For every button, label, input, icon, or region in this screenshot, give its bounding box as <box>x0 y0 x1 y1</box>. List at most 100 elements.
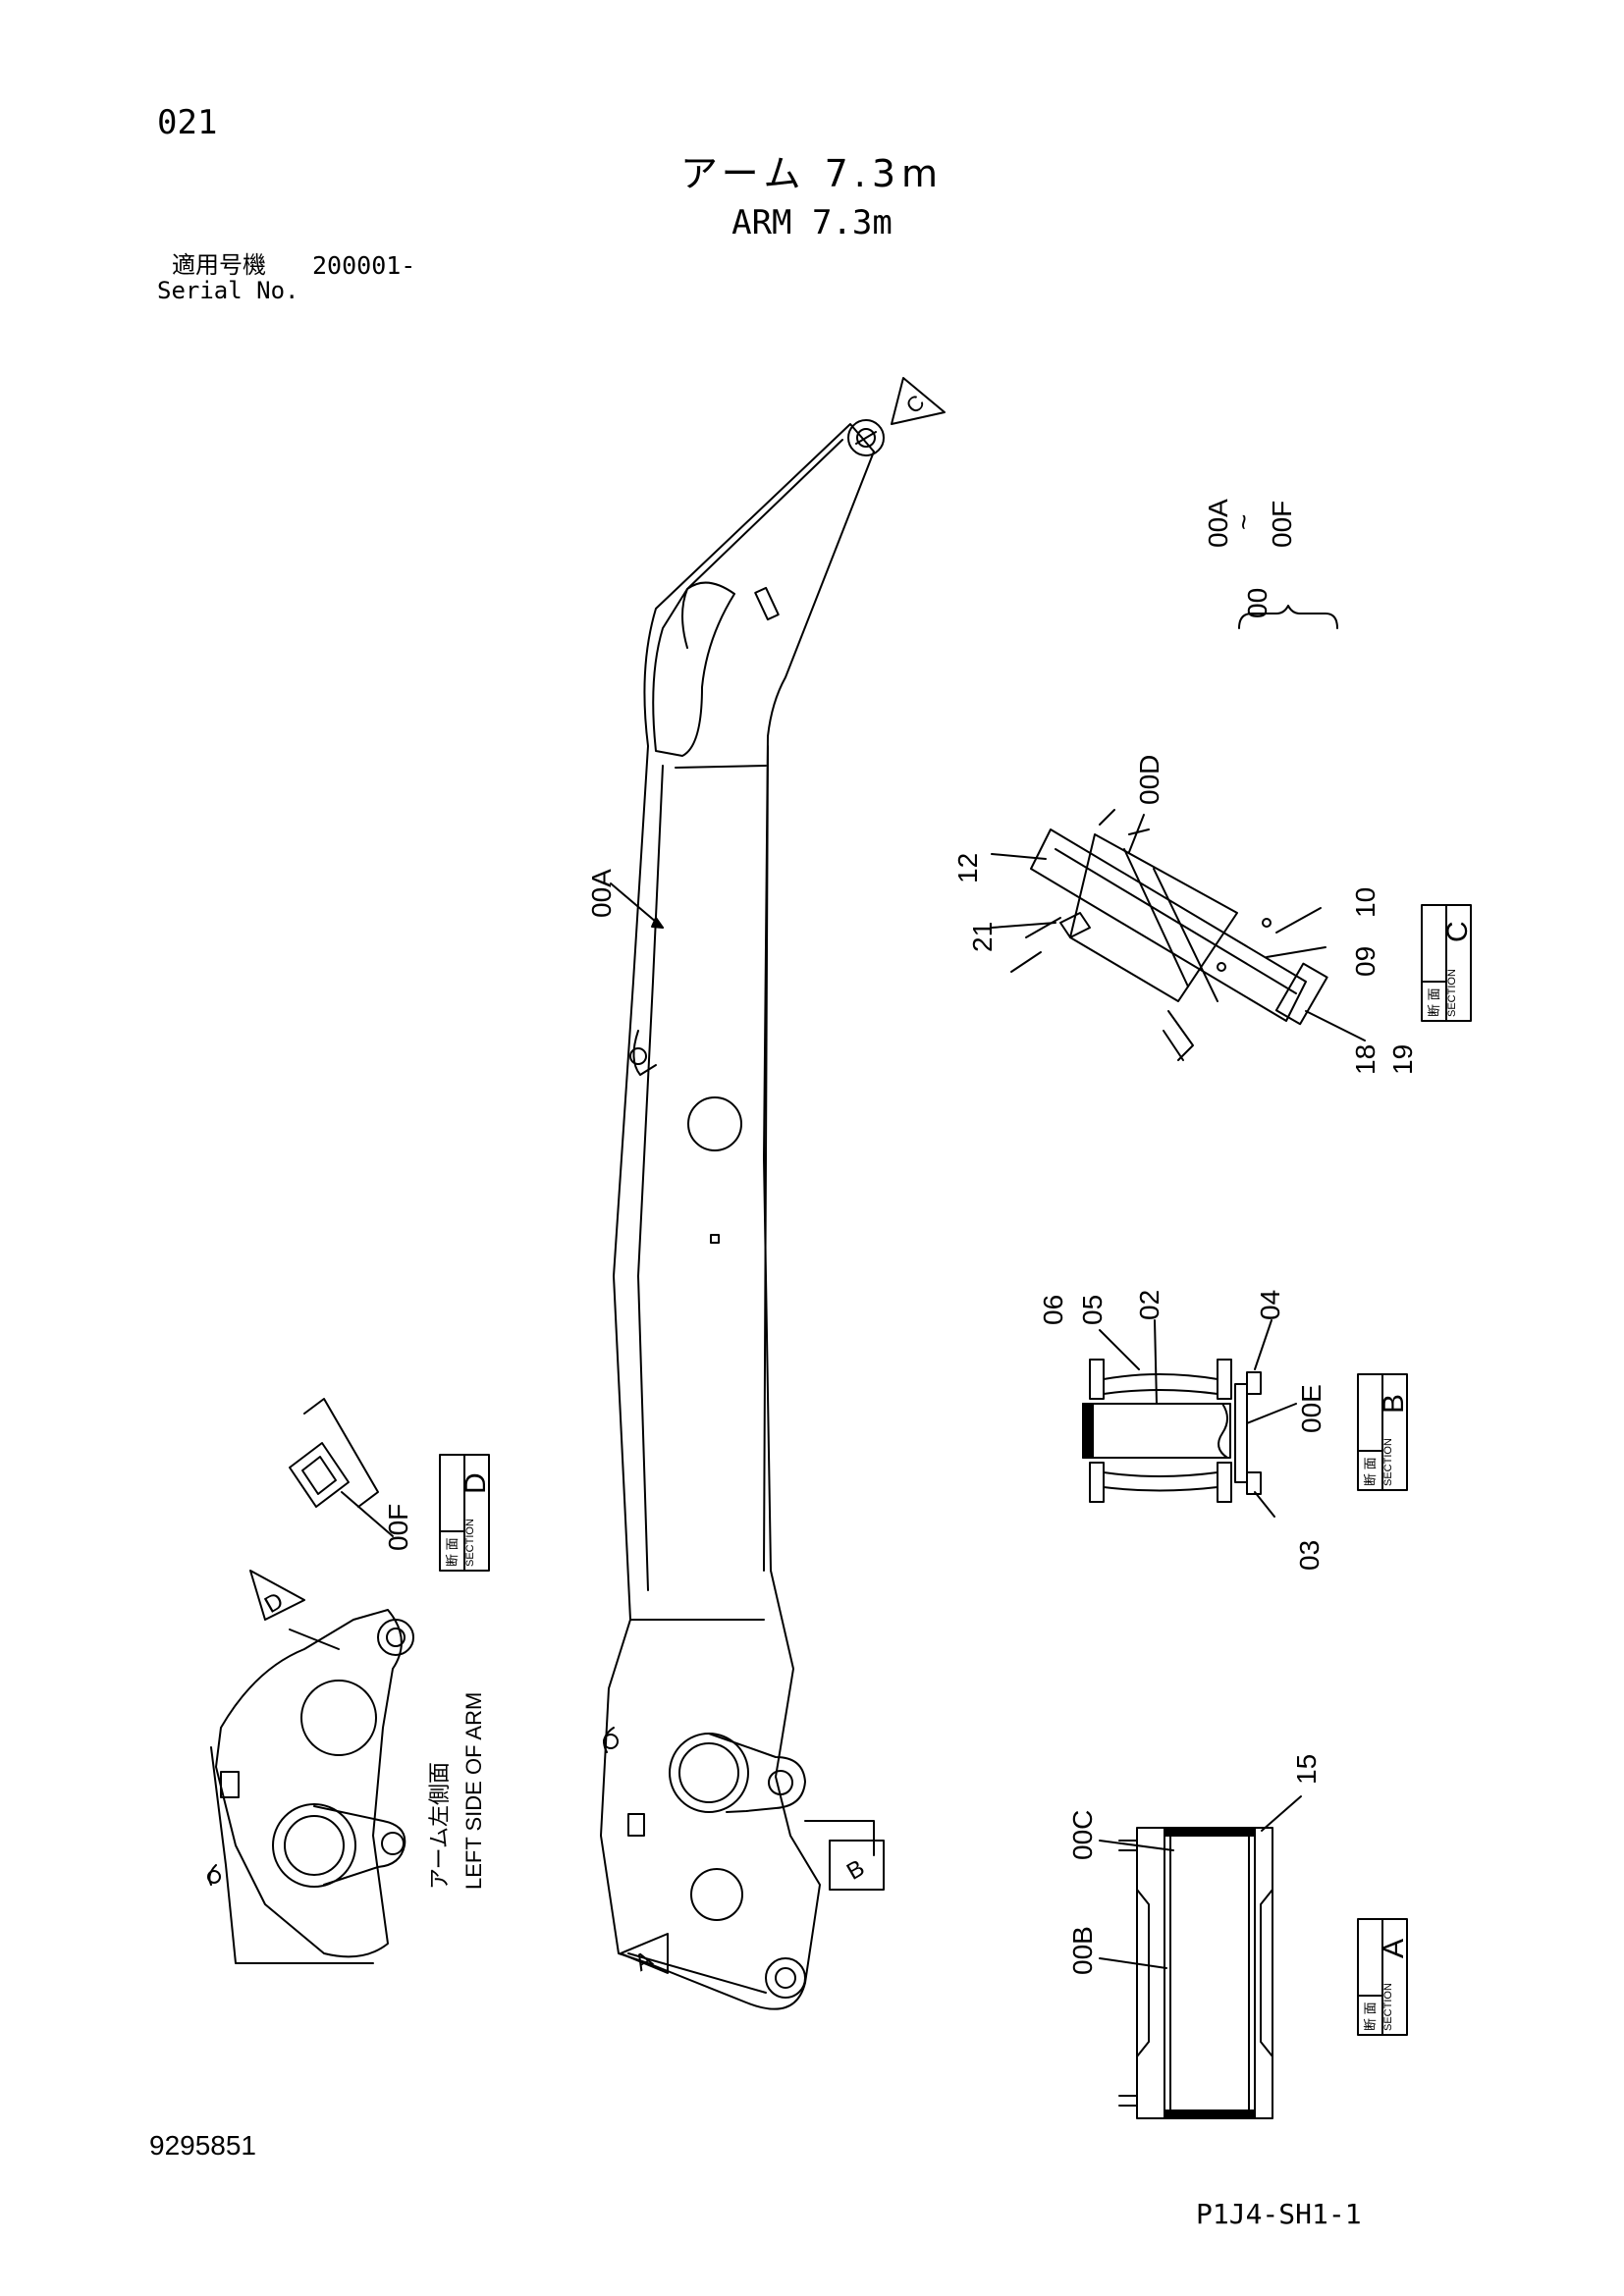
section-d-label-letter: D <box>460 1472 492 1494</box>
section-d-label-divider <box>439 1454 465 1572</box>
section-c-view: 12 00D 21 10 09 18 19 断 面 SECTION C <box>952 755 1474 1075</box>
section-a-label-en: SECTION <box>1382 1983 1394 2031</box>
section-d-label-jp: 断 面 <box>445 1537 460 1567</box>
left-side-arm-edge <box>210 1746 374 1964</box>
title-english: ARM 7.3m <box>731 203 893 242</box>
section-c-leader-00D <box>1128 814 1145 853</box>
section-b-pin-break <box>1218 1403 1228 1459</box>
section-a-pin-stub-top <box>1118 1840 1138 1851</box>
arm-tip-bracket <box>681 439 843 649</box>
section-c-boss <box>1059 912 1091 938</box>
view-marker-c-label: C <box>901 390 930 418</box>
section-a-leader-00C <box>1099 1840 1174 1851</box>
guard-slot <box>754 586 780 621</box>
tip-pin-inner <box>856 428 876 448</box>
serial-number-value: 200001- <box>312 251 416 280</box>
section-a-callout-00B: 00B <box>1067 1926 1098 1975</box>
section-c-bracket-left <box>1010 917 1061 973</box>
section-b-leader-03 <box>1254 1491 1275 1518</box>
left-side-view: D アーム左側面 LEFT SIDE OF ARM <box>207 1570 486 1964</box>
section-a-leader-15 <box>1261 1795 1302 1832</box>
section-c-bolt-1 <box>1217 962 1226 972</box>
section-d-view: 00F 断 面 SECTION D <box>289 1398 492 1572</box>
section-c-body <box>1069 833 1238 1002</box>
section-d-label-en: SECTION <box>464 1519 476 1567</box>
section-c-callout-19: 19 <box>1387 1044 1418 1075</box>
foot-link-plate <box>708 1733 806 1813</box>
arm-inner-edge <box>637 765 664 1591</box>
section-b-label-letter: B <box>1378 1394 1410 1414</box>
section-b-flange-left-bottom <box>1089 1462 1105 1503</box>
left-side-link-hole <box>381 1832 405 1855</box>
section-c-line-2 <box>1153 868 1218 1002</box>
arm-lug <box>632 1030 657 1076</box>
left-side-lug <box>208 1864 217 1886</box>
section-c-bolt-2 <box>1262 918 1272 928</box>
section-b-plate <box>1234 1383 1248 1483</box>
section-b-label-en: SECTION <box>1382 1438 1394 1486</box>
left-side-label-en: LEFT SIDE OF ARM <box>461 1692 486 1890</box>
section-c-callout-12: 12 <box>952 853 983 883</box>
group-bracket: 00 00A ~ 00F <box>1203 499 1338 629</box>
section-b-leader-04 <box>1254 1319 1272 1370</box>
arm-bottom-plate-line <box>763 745 769 1572</box>
left-side-boss-lower-inner <box>284 1815 345 1876</box>
section-a-label-letter: A <box>1378 1939 1410 1958</box>
section-c-callout-00D: 00D <box>1134 755 1164 805</box>
section-c-label-jp: 断 面 <box>1427 988 1441 1017</box>
section-b-flange-right-bottom <box>1217 1462 1232 1503</box>
section-c-inner-tube <box>1055 848 1297 994</box>
section-c-line-1 <box>1123 848 1189 988</box>
left-side-boss-upper <box>300 1680 377 1756</box>
left-side-link <box>313 1805 406 1886</box>
section-a-label-divider <box>1357 1918 1383 2036</box>
section-c-leader-21 <box>991 922 1056 929</box>
foot-pin-large-outer <box>669 1733 749 1813</box>
foot-mount-block <box>627 1813 645 1837</box>
foot-link-hole <box>768 1770 793 1795</box>
tip-pin-slash <box>855 431 877 445</box>
section-a-callout-00C: 00C <box>1067 1810 1098 1860</box>
document-number: 9295851 <box>149 2130 257 2161</box>
section-b-callout-00E: 00E <box>1296 1384 1326 1433</box>
view-marker-b-label: B <box>842 1854 869 1885</box>
section-b-bushing-top <box>1103 1373 1218 1395</box>
section-c-leader-10 <box>1275 907 1322 934</box>
view-marker-d-arrow <box>249 1570 305 1621</box>
section-a-step-bottom <box>1260 1889 1273 2057</box>
arm-upper-divider <box>675 765 767 769</box>
section-c-label-en: SECTION <box>1446 969 1458 1017</box>
callout-arrowhead-00A <box>651 917 664 929</box>
left-side-tip-pin-outer <box>377 1619 414 1656</box>
section-c-label-letter: C <box>1441 921 1474 942</box>
arm-small-mark <box>710 1234 720 1244</box>
section-b-flange-left-top <box>1089 1359 1105 1400</box>
arm-main-view: 00A C B A <box>586 377 946 2010</box>
foot-bottom-pin-outer <box>765 1957 806 1999</box>
section-a-view: 00C 00B 15 断 面 SECTION A <box>1067 1754 1410 2119</box>
group-brace <box>1238 605 1338 629</box>
section-a-outer <box>1136 1827 1273 2119</box>
group-bracket-bottom: 00F <box>1267 501 1297 548</box>
section-c-label-divider <box>1421 904 1447 1022</box>
view-marker-b-arrow <box>829 1840 885 1891</box>
section-c-leader-18-19 <box>1305 1010 1366 1041</box>
section-a-inner-left <box>1164 1827 1171 2119</box>
section-c-cap <box>1274 962 1328 1026</box>
foot-pin-large-inner <box>678 1742 739 1803</box>
section-b-flange-right-top <box>1217 1359 1232 1400</box>
section-a-step-top <box>1136 1889 1150 2057</box>
left-side-marker-line <box>289 1629 340 1650</box>
section-b-leader-06-05 <box>1099 1329 1140 1370</box>
serial-label-english: Serial No. <box>157 277 299 304</box>
cylinder-guard <box>652 581 735 757</box>
page-number: 021 <box>157 103 218 142</box>
section-c-callout-09: 09 <box>1350 946 1380 977</box>
left-side-lug-hole <box>207 1870 221 1884</box>
section-c-callout-10: 10 <box>1350 887 1380 918</box>
section-a-band-bottom <box>1164 2109 1256 2119</box>
tip-pin-outer <box>847 419 885 456</box>
section-b-pin-end <box>1082 1403 1094 1459</box>
section-b-leader-00E <box>1246 1403 1297 1424</box>
